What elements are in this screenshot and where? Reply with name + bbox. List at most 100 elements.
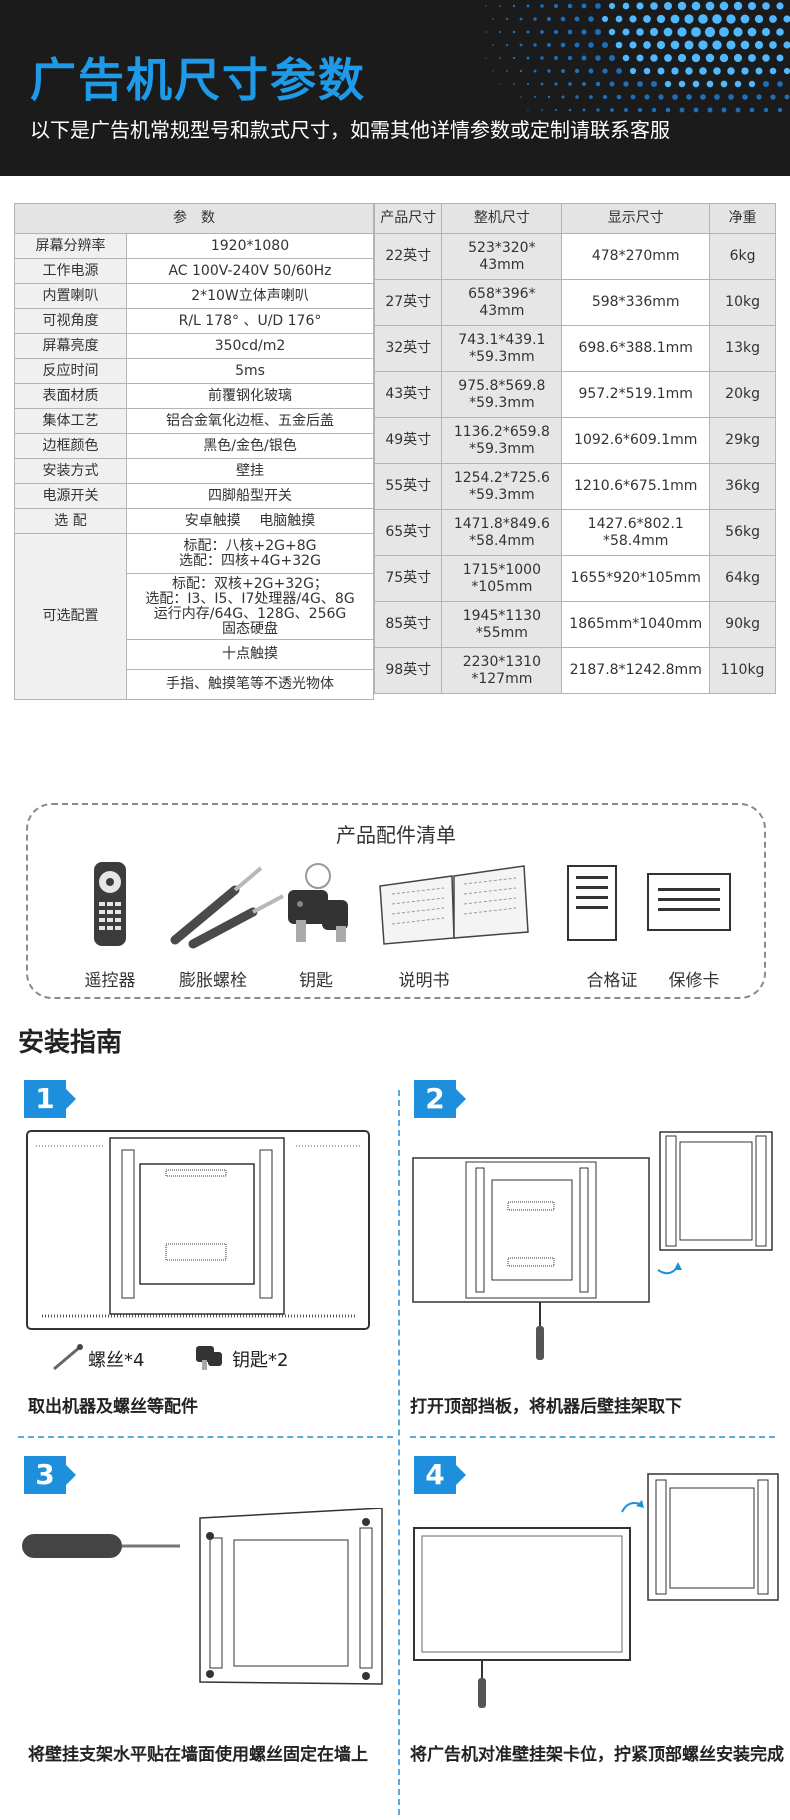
decor-dot — [721, 107, 727, 113]
size-cell: 27英寸 — [373, 279, 443, 326]
guide-horizontal-divider-right — [410, 1436, 775, 1438]
decor-dot — [643, 67, 651, 75]
step-3-mount-bracket-illustration — [22, 1508, 383, 1685]
accessories-box: 产品配件清单 遥控器 膨胀螺栓 — [26, 803, 766, 999]
param-value: 2*10W立体声喇叭 — [126, 283, 374, 309]
decor-dot — [588, 42, 594, 48]
decor-dot — [568, 108, 572, 112]
decor-dot — [554, 108, 558, 112]
col-header-weight: 净重 — [709, 203, 776, 234]
decor-dot — [783, 15, 790, 23]
weight-cell: 110kg — [709, 647, 776, 694]
decor-dot — [677, 1, 687, 11]
step-3-caption: 将壁挂支架水平贴在墙面使用螺丝固定在墙上 — [28, 1745, 368, 1765]
decor-dot — [706, 80, 714, 88]
param-key: 反应时间 — [14, 358, 127, 384]
decor-dot — [663, 27, 673, 37]
decor-dot — [588, 68, 594, 74]
decor-dot — [533, 43, 537, 47]
decor-dot — [519, 43, 523, 47]
accessory-keys: 钥匙 — [266, 860, 366, 991]
decor-dot — [714, 94, 720, 100]
decor-dot — [777, 81, 783, 87]
overall-size-cell: 2230*1310 *127mm — [441, 647, 563, 694]
decor-dot — [595, 81, 601, 87]
decor-dot — [629, 15, 637, 23]
decor-dot — [754, 40, 764, 50]
weight-cell: 36kg — [709, 463, 776, 510]
params-row: 安装方式壁挂 — [14, 458, 374, 484]
decor-dot — [567, 55, 573, 61]
col-header-size: 产品尺寸 — [373, 203, 443, 234]
decor-dot — [783, 67, 790, 75]
decor-dot — [527, 109, 529, 111]
decor-dot — [492, 18, 494, 20]
display-size-cell: 1865mm*1040mm — [561, 601, 711, 648]
decor-dot — [749, 107, 755, 113]
decor-dot — [784, 94, 790, 100]
decor-dot — [643, 15, 651, 23]
decor-dot — [616, 68, 622, 74]
param-optional-value: 十点触摸 — [126, 639, 374, 670]
decor-dot — [735, 107, 741, 113]
decor-dot — [513, 83, 515, 85]
header-banner: 广告机尺寸参数 以下是广告机常规型号和款式尺寸，如需其他详情参数或定制请联系客服 — [0, 0, 790, 176]
decor-dot — [684, 40, 694, 50]
step-3-badge: 3 — [24, 1456, 76, 1494]
decor-dot — [561, 95, 565, 99]
decor-dot — [512, 4, 516, 8]
accessory-label-certificate: 合格证 — [586, 971, 638, 991]
weight-cell: 64kg — [709, 555, 776, 602]
param-value: 安卓触摸 电脑触摸 — [126, 508, 374, 534]
decor-dot — [540, 4, 544, 8]
decor-dot — [748, 54, 756, 62]
decor-dot — [657, 67, 665, 75]
weight-cell: 10kg — [709, 279, 776, 326]
decor-dot — [656, 14, 666, 24]
display-size-cell: 1092.6*609.1mm — [561, 417, 711, 464]
decor-dot — [581, 55, 587, 61]
decor-dot — [492, 70, 494, 72]
param-key: 安装方式 — [14, 458, 127, 484]
decor-dot — [769, 41, 777, 49]
decor-dot — [691, 1, 701, 11]
decor-dot — [733, 27, 743, 37]
decor-dot — [755, 67, 763, 75]
decor-dot — [691, 53, 701, 63]
params-optional-row: 手指、触摸笔等不透光物体 — [15, 669, 374, 700]
decor-dot — [740, 14, 750, 24]
decor-dot — [740, 40, 750, 50]
decor-dot — [499, 57, 501, 59]
param-value: AC 100V-240V 50/60Hz — [126, 258, 374, 284]
param-value: 壁挂 — [126, 458, 374, 484]
overall-size-cell: 1136.2*659.8 *59.3mm — [441, 417, 563, 464]
decor-dot — [499, 83, 501, 85]
param-key: 屏幕亮度 — [14, 333, 127, 359]
install-guide-title: 安装指南 — [18, 1028, 123, 1058]
decor-dot — [719, 1, 729, 11]
decor-dot — [547, 43, 551, 47]
certificate-icon — [567, 865, 617, 941]
decor-dot — [622, 2, 630, 10]
decor-dot — [602, 94, 608, 100]
expansion-bolt-icon — [170, 866, 284, 949]
decor-dot — [651, 107, 657, 113]
decor-dot — [519, 69, 523, 73]
decor-dot — [658, 94, 664, 100]
param-value: 350cd/m2 — [126, 333, 374, 359]
decor-dot — [624, 108, 628, 112]
decor-dot — [629, 67, 637, 75]
param-value: 5ms — [126, 358, 374, 384]
param-value: 1920*1080 — [126, 233, 374, 259]
decor-dot — [485, 31, 487, 33]
step-4-hang-tv-illustration — [413, 1473, 779, 1708]
decor-dot — [553, 29, 559, 35]
param-key-optional: 可选配置 — [14, 533, 127, 700]
decor-dot — [698, 40, 708, 50]
overall-size-cell: 975.8*569.8 *59.3mm — [441, 371, 563, 418]
display-size-cell: 1210.6*675.1mm — [561, 463, 711, 510]
